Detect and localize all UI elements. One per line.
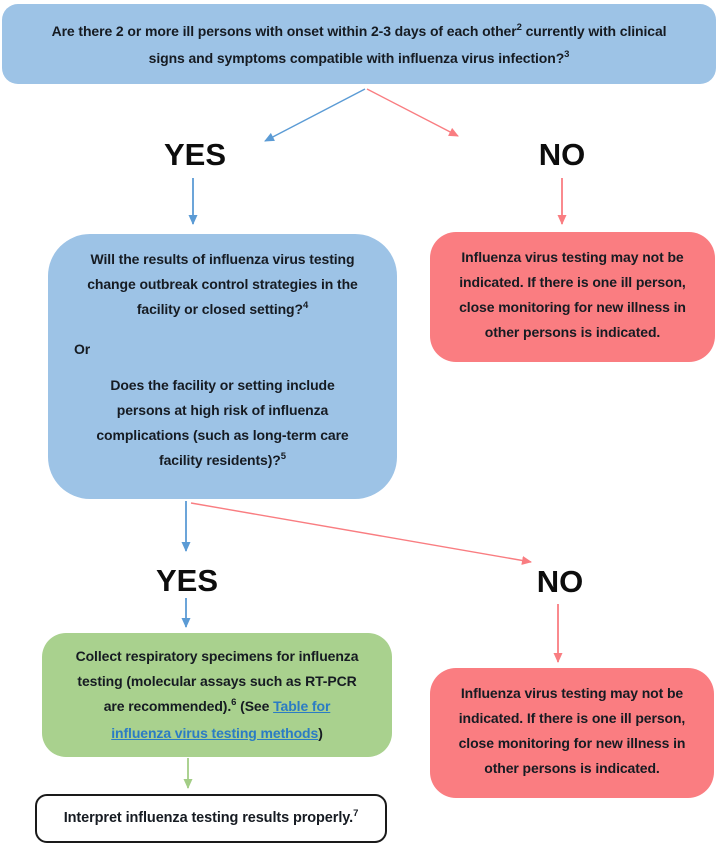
decision-q1-line2: change outbreak control strategies in th… <box>87 276 358 292</box>
testing-decision-box: Will the results of influenza virus test… <box>48 234 397 499</box>
collect-line3: are recommended).6 (See Table for <box>103 697 331 714</box>
arrow-start-to-yes-top <box>264 88 366 142</box>
decision-q2-line2: persons at high risk of influenza <box>116 402 329 418</box>
testing-not-indicated-box-top: Influenza virus testing may not be indic… <box>430 232 715 362</box>
start-question-line1: Are there 2 or more ill persons with ons… <box>51 22 667 39</box>
no-label-bottom: NO <box>536 564 584 599</box>
decision-q2-line1: Does the facility or setting include <box>110 377 335 393</box>
footnote-sup-3: 3 <box>564 49 570 60</box>
collect-specimens-box: Collect respiratory specimens for influe… <box>42 633 392 757</box>
arrow-start-to-no-top <box>366 88 459 137</box>
outcome-top-line1: Influenza virus testing may not be <box>461 249 684 265</box>
testing-not-indicated-box-bottom: Influenza virus testing may not be indic… <box>430 668 714 798</box>
no-label-top: NO <box>538 137 586 172</box>
outcome-bottom-line4: other persons is indicated. <box>484 760 660 776</box>
outcome-bottom-line2: indicated. If there is one ill person, <box>458 710 686 726</box>
yes-label-bottom: YES <box>155 563 219 598</box>
collect-line1: Collect respiratory specimens for influe… <box>75 648 359 664</box>
decision-q1-line3: facility or closed setting?4 <box>136 300 309 317</box>
or-label: Or <box>74 341 91 357</box>
outcome-bottom-line1: Influenza virus testing may not be <box>460 685 684 701</box>
footnote-sup-7: 7 <box>353 807 359 819</box>
interpret-text: Interpret influenza testing results prop… <box>63 807 359 826</box>
footnote-sup-6: 6 <box>231 697 237 708</box>
footnote-sup-4: 4 <box>302 300 309 311</box>
arrow-decision-to-no-bottom <box>190 502 532 565</box>
start-question-line2: signs and symptoms compatible with influ… <box>148 49 570 66</box>
testing-methods-link[interactable]: influenza virus testing methods <box>111 725 319 741</box>
outcome-top-line4: other persons is indicated. <box>484 324 661 340</box>
interpret-results-box: Interpret influenza testing results prop… <box>35 794 387 843</box>
decision-q2-line3: complications (such as long-term care <box>96 427 349 443</box>
outcome-top-line2: indicated. If there is one ill person, <box>459 274 686 290</box>
yes-label-top: YES <box>163 137 227 172</box>
footnote-sup-2: 2 <box>516 22 522 33</box>
outcome-top-line3: close monitoring for new illness in <box>459 299 686 315</box>
collect-line4: influenza virus testing methods) <box>111 725 323 741</box>
testing-methods-link[interactable]: Table for <box>273 698 331 714</box>
decision-q1-line1: Will the results of influenza virus test… <box>90 251 355 267</box>
outcome-bottom-line3: close monitoring for new illness in <box>458 735 686 751</box>
collect-line2: testing (molecular assays such as RT-PCR <box>77 673 357 689</box>
start-question-box: Are there 2 or more ill persons with ons… <box>2 4 716 84</box>
decision-q2-line4: facility residents)?5 <box>159 451 286 468</box>
footnote-sup-5: 5 <box>280 451 286 462</box>
